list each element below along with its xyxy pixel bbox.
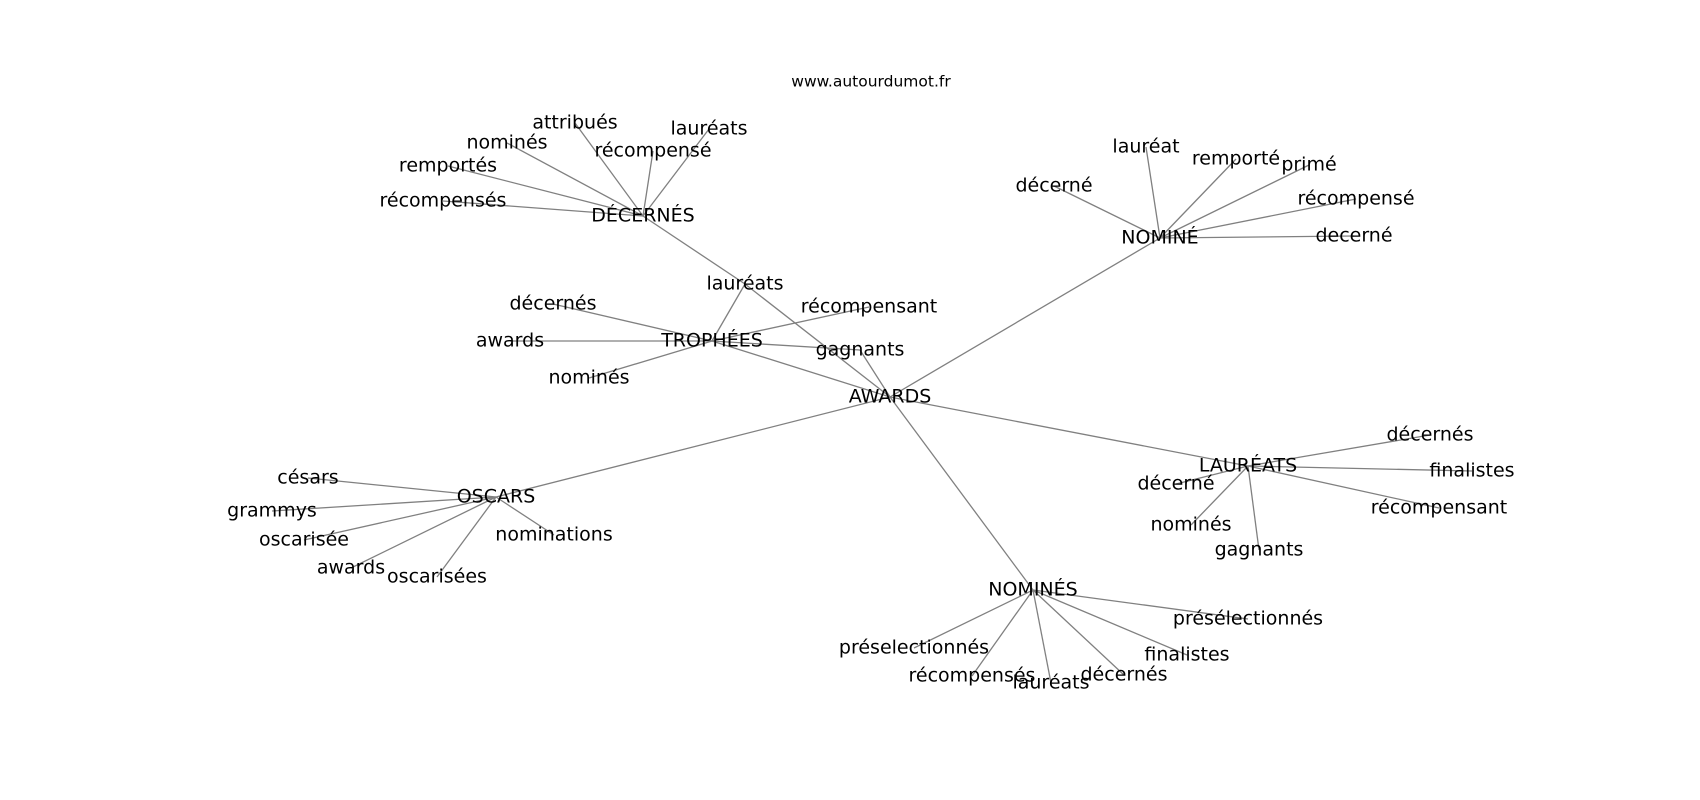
graph-nodes: AWARDS NOMINÉ LAURÉATS NOMINÉS OSCARS TROPHÉE… [227, 112, 1514, 694]
edge-nomines_hub-laureats_nm [1032, 589, 1052, 684]
edge-awards-laureats_hub [889, 396, 1249, 467]
edge-nomines_hub-recompenses_nm [971, 589, 1034, 677]
node-decernes_hub: DÉCERNÉS [591, 204, 694, 227]
node-trophees: TROPHÉES [660, 329, 763, 352]
node-finalistes_nm: finalistes [1144, 644, 1229, 666]
node-recompense_d: récompensé [594, 140, 711, 162]
edge-nomines_hub-finalistes_nm [1032, 589, 1188, 656]
edge-laureats_hub-decerne_l [1175, 465, 1249, 485]
node-oscars: OSCARS [457, 486, 536, 508]
edge-nomines_hub-preselectionnes_nm [1032, 589, 1249, 620]
edge-nomine-laureat_n [1145, 146, 1161, 239]
edge-awards-oscars [495, 396, 891, 498]
node-decerne_l: décerné [1137, 473, 1214, 495]
edge-trophees-decernes_t [552, 303, 713, 342]
edge-awards-gagnants_mid [859, 349, 891, 398]
edge-decernes_hub-recompense_d [642, 150, 654, 217]
edge-laureats_hub-gagnants_l [1247, 465, 1260, 551]
node-finalistes_l: finalistes [1429, 460, 1514, 482]
edge-trophees-recompensant_t [711, 306, 870, 342]
edge-decernes_hub-remportes_d [447, 165, 644, 217]
node-cesars_o: césars [277, 467, 338, 489]
source-label: www.autourdumot.fr [791, 73, 951, 91]
graph-edges [271, 122, 1473, 684]
edge-trophees-laureats_mid [711, 283, 746, 342]
node-decernes_t: décernés [510, 293, 597, 315]
edge-nomines_hub-decernes_nm [1032, 589, 1125, 676]
node-attribues_d: attribués [532, 112, 617, 134]
node-awards: AWARDS [849, 386, 932, 408]
node-recompensant_l: récompensant [1371, 497, 1508, 519]
edge-oscars-awards_o [350, 496, 497, 569]
edge-nomine-remporte_n [1159, 158, 1237, 239]
node-decerne_n: décerné [1015, 175, 1092, 197]
edge-nomines_hub-preselectionnes2_nm [913, 589, 1034, 649]
edge-oscars-oscarisees_o [436, 496, 497, 578]
edge-awards-nomines_hub [889, 396, 1034, 591]
node-prime_n: primé [1281, 154, 1336, 176]
edge-oscars-grammys_o [271, 496, 497, 512]
node-awards_o: awards [317, 557, 385, 579]
node-oscarisee_o: oscarisée [259, 529, 349, 551]
edge-laureats_hub-finalistes_l [1247, 465, 1473, 472]
node-nomines_l: nominés [1150, 514, 1231, 536]
node-gagnants_mid: gagnants [816, 339, 905, 361]
edge-nomine-recompense_n [1159, 198, 1357, 239]
edge-decernes_hub-attribues_d [574, 122, 644, 217]
node-nominations_o: nominations [495, 524, 612, 546]
node-preselectionnes_nm: présélectionnés [1173, 608, 1323, 630]
edge-decernes_hub-nomines_d [506, 142, 644, 217]
edge-awards-laureats_mid [744, 283, 891, 398]
node-laureats_mid: lauréats [706, 273, 783, 295]
edge-decernes_hub-recompenses_d [442, 200, 644, 217]
node-oscarisees_o: oscarisées [387, 566, 487, 588]
node-decernes_nm: décernés [1081, 664, 1168, 686]
node-preselectionnes2_nm: préselectionnés [839, 637, 989, 659]
node-recompenses_nm: récompensés [909, 665, 1036, 687]
edge-oscars-cesars_o [307, 477, 497, 498]
node-nomine: NOMINÉ [1121, 226, 1198, 249]
node-laureats_d: lauréats [670, 118, 747, 140]
node-awards_t: awards [476, 330, 544, 352]
edge-laureats_hub-decernes_l [1247, 434, 1431, 467]
node-laureats_hub: LAURÉATS [1199, 454, 1297, 477]
edge-nomine-decerne2_n [1159, 235, 1355, 239]
edge-laureats_hub-nomines_l [1190, 465, 1249, 526]
node-gagnants_l: gagnants [1215, 539, 1304, 561]
node-nomines_hub: NOMINÉS [988, 578, 1077, 601]
edge-trophees-nomines_t [588, 340, 713, 379]
edge-awards-nomine [889, 237, 1161, 398]
node-remporte_n: remporté [1192, 148, 1280, 170]
node-laureat_n: lauréat [1112, 136, 1179, 158]
node-decerne2_n: decerné [1315, 225, 1392, 247]
edge-laureats_hub-recompensant_l [1247, 465, 1440, 509]
edge-trophees-gagnants_mid [711, 340, 861, 351]
node-recompense_n: récompensé [1297, 188, 1414, 210]
edge-oscars-oscarisee_o [303, 496, 497, 541]
node-recompensant_t: récompensant [801, 296, 938, 318]
edge-laureats_mid-decernes_hub [642, 215, 746, 285]
node-recompenses_d: récompensés [380, 190, 507, 212]
node-grammys_o: grammys [227, 500, 317, 522]
node-nomines_t: nominés [548, 367, 629, 389]
edge-awards-trophees [711, 340, 891, 398]
node-remportes_d: remportés [399, 155, 497, 177]
node-laureats_nm: lauréats [1012, 672, 1089, 694]
edge-decernes_hub-laureats_d [642, 128, 710, 217]
edge-nomine-prime_n [1159, 164, 1310, 239]
node-decernes_l: décernés [1387, 424, 1474, 446]
edge-nomine-decerne_n [1053, 185, 1161, 239]
node-nomines_d: nominés [466, 132, 547, 154]
edge-oscars-nominations_o [495, 496, 555, 536]
